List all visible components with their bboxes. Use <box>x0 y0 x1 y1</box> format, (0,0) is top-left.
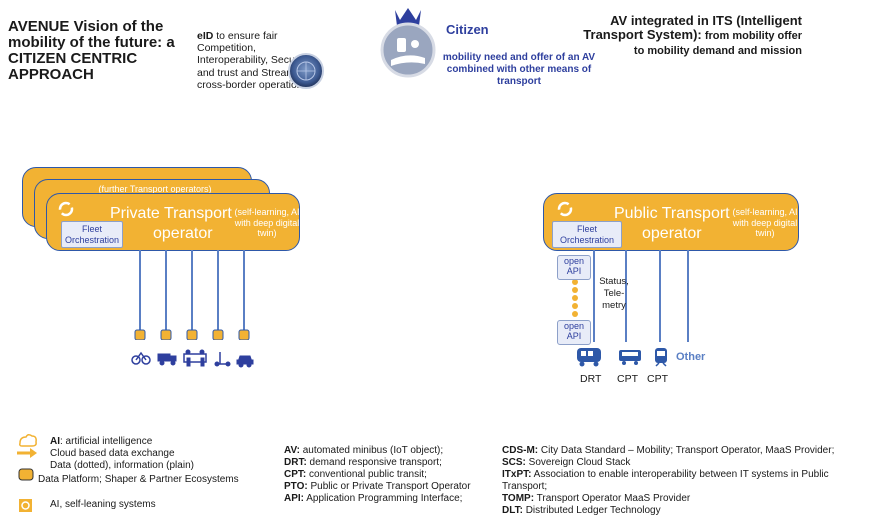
citizen-icon <box>380 8 436 78</box>
public-operator-subtitle: (self-learning, AI with deep digital twi… <box>732 207 798 238</box>
other-mode-label: Other <box>676 351 706 363</box>
private-operator-subtitle: (self-learning, AI with deep digital twi… <box>234 207 300 238</box>
legend-av: AV: automated minibus (IoT object); <box>284 445 444 456</box>
minibus-icon <box>577 348 601 367</box>
eid-keyword: eID <box>197 30 214 42</box>
arrow-data-exchange-icon <box>17 448 37 458</box>
private-mode-icons <box>131 349 254 368</box>
private-operator-card: Private Transport operator (self-learnin… <box>46 193 300 251</box>
data-platform-icon <box>18 468 34 481</box>
open-api-top: open API <box>557 255 591 280</box>
status-telemetry-label: Status, Tele-metry <box>599 276 629 311</box>
legend-drt: DRT: demand responsive transport; <box>284 457 442 468</box>
further-operators-label: (further Transport operators) <box>98 184 212 194</box>
legend-data: Data (dotted), information (plain) <box>50 460 194 471</box>
eid-globe-icon <box>288 53 324 89</box>
people-icon <box>183 349 207 367</box>
av-its-heading: AV integrated in ITS (Intelligent Transp… <box>570 14 802 59</box>
ai-cycle-icon <box>557 201 573 217</box>
legend-tomp: TOMP: Transport Operator MaaS Provider <box>502 493 691 504</box>
av-its-title: AV integrated in ITS (Intelligent Transp… <box>583 13 802 42</box>
legend-itxpt-cont: Transport; <box>502 481 548 492</box>
cloud-ai-icon <box>19 433 37 447</box>
bus-icon <box>619 350 641 365</box>
legend-scs: SCS: Sovereign Cloud Stack <box>502 457 631 468</box>
open-api-bottom: open API <box>557 320 591 345</box>
public-fleet-orchestration: Fleet Orchestration <box>552 221 622 248</box>
legend-ai: AI: artificial intelligence <box>50 436 153 447</box>
drt-label: DRT <box>580 373 602 385</box>
public-operator-title: Public Transport <box>614 205 730 222</box>
car-icon <box>236 355 254 368</box>
scooter-icon <box>214 352 231 367</box>
eid-text: to ensure fair Competition, Interoperabi… <box>197 30 315 91</box>
cpt-label-2: CPT <box>647 373 668 385</box>
av-its-text: from mobility offer to mobility demand a… <box>633 29 802 58</box>
private-operator-title: Private Transport <box>110 205 232 222</box>
legend-cpt: CPT: conventional public transit; <box>284 469 427 480</box>
bicycle-icon <box>131 351 151 365</box>
private-operator-title-2: operator <box>153 225 213 242</box>
legend-symbols <box>17 433 37 512</box>
legend-cds-m: CDS-M: City Data Standard – Mobility; Tr… <box>502 445 835 456</box>
legend-cloud: Cloud based data exchange <box>50 448 175 459</box>
legend-itxpt: ITxPT: Association to enable interoperab… <box>502 469 829 480</box>
citizen-description: mobility need and offer of an AV combine… <box>442 52 596 88</box>
tram-icon <box>655 348 667 367</box>
ai-cycle-icon <box>58 201 74 217</box>
private-fleet-orchestration: Fleet Orchestration <box>61 221 123 248</box>
ai-self-learning-icon <box>19 499 32 512</box>
public-mode-icons <box>577 348 667 367</box>
citizen-label: Citizen <box>446 22 489 37</box>
public-operator-card: Public Transport operator (self-learning… <box>543 193 799 251</box>
crown-icon <box>395 8 421 26</box>
truck-icon <box>157 353 177 366</box>
public-connection-lines <box>572 250 689 342</box>
public-operator-title-2: operator <box>642 225 702 242</box>
diagram-title: AVENUE Vision of the mobility of the fut… <box>8 18 175 83</box>
private-connection-lines <box>134 250 250 340</box>
legend-pto: PTO: Public or Private Transport Operato… <box>284 481 471 492</box>
legend-api: API: Application Programming Interface; <box>284 493 463 504</box>
legend-dlt: DLT: Distributed Ledger Technology <box>502 505 661 516</box>
cpt-label-1: CPT <box>617 373 638 385</box>
legend-platform: Data Platform; Shaper & Partner Ecosyste… <box>38 474 239 485</box>
eid-description: eID to ensure fair Competition, Interope… <box>197 30 327 91</box>
legend-ai-self: AI, self-leaning systems <box>50 499 156 510</box>
